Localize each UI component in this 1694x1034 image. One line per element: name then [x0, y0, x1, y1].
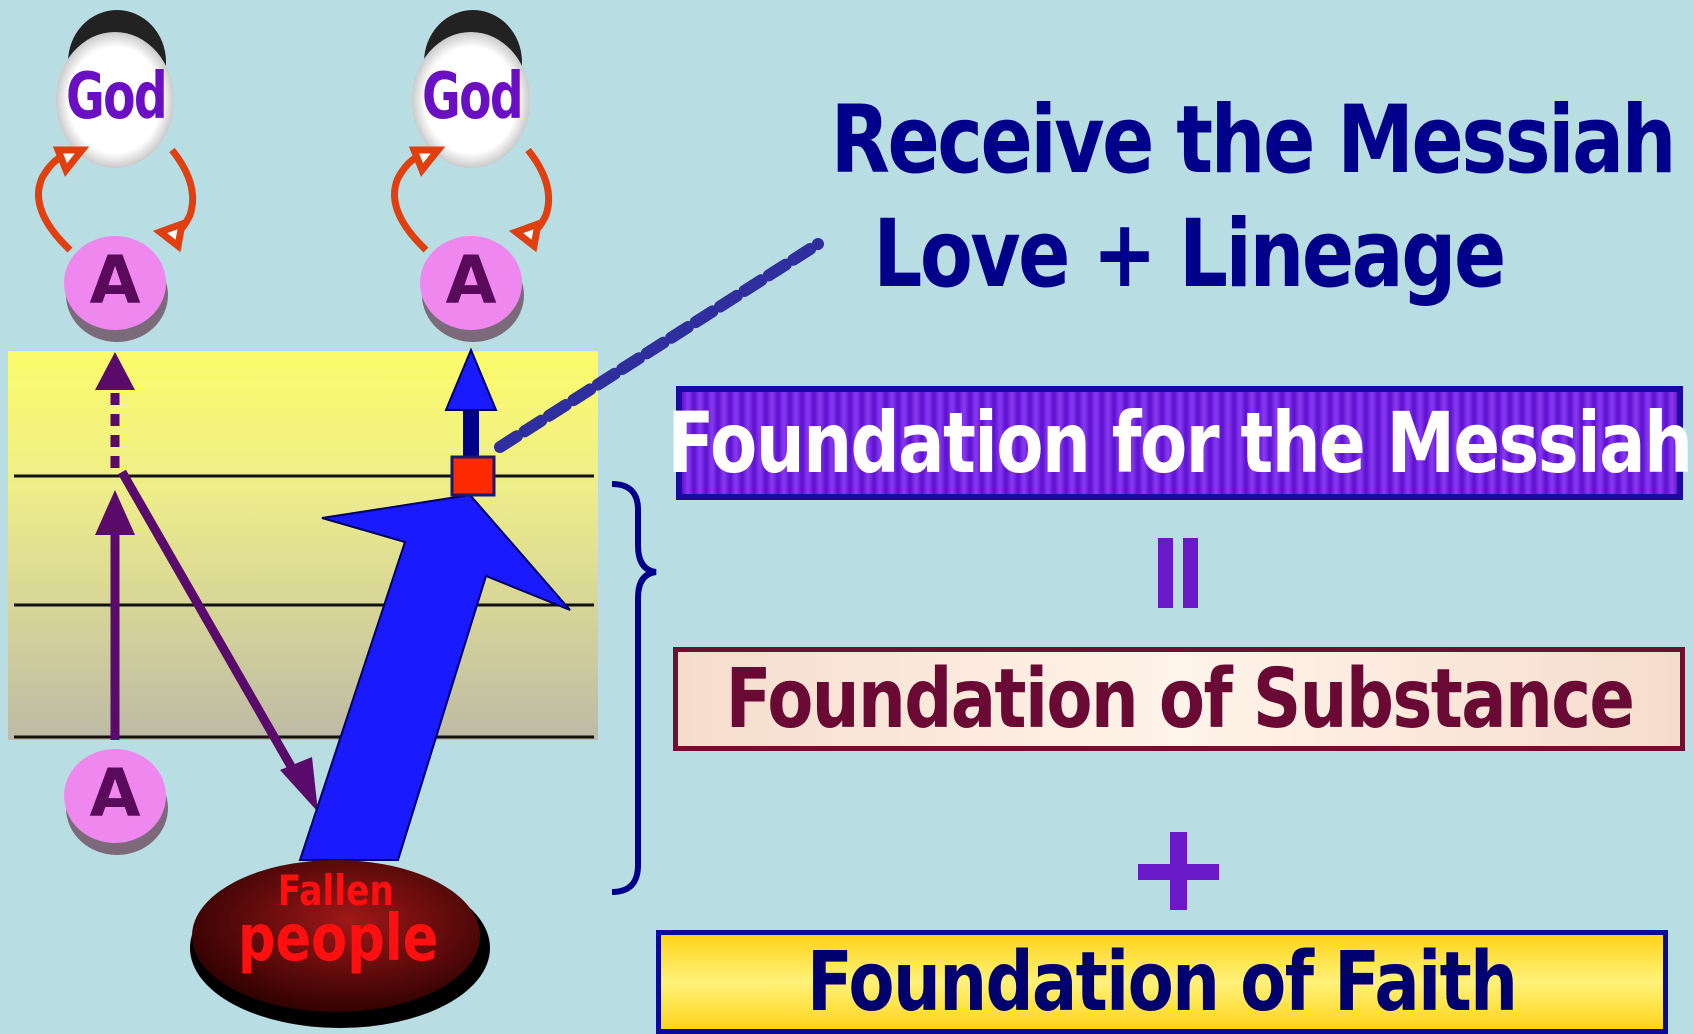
left-top-arrowhead — [95, 352, 135, 390]
people-label: people — [237, 902, 439, 976]
right-give-take-arrows — [391, 146, 553, 253]
right-god-oval — [412, 10, 530, 168]
left-god-oval — [56, 10, 174, 168]
heading-line-1: Receive the Messiah — [830, 86, 1677, 195]
left-bottom-a-disc — [64, 749, 168, 855]
left-growth-arrowhead — [95, 490, 135, 535]
foundation-faith-box: Foundation of Faith — [656, 930, 1668, 1034]
right-up-arrowhead — [444, 347, 498, 411]
fall-arrow — [118, 469, 304, 785]
right-up-arrow-shaft — [463, 400, 479, 460]
foundation-messiah-label: Foundation for the Messiah — [667, 394, 1694, 492]
right-a-label: A — [445, 242, 497, 319]
left-give-take-arrows — [35, 146, 197, 253]
foundation-messiah-box: Foundation for the Messiah — [668, 386, 1693, 500]
dotted-connector — [494, 238, 824, 453]
fallen-label: Fallen — [277, 866, 395, 915]
left-bottom-a-label: A — [89, 755, 141, 832]
left-god-label: God — [65, 60, 168, 134]
foundation-substance-box: Foundation of Substance — [673, 647, 1685, 751]
equals-sign — [1158, 538, 1198, 608]
fall-arrowhead — [280, 757, 318, 812]
left-top-a-disc — [64, 236, 168, 342]
fallen-people-ellipse — [190, 860, 490, 1028]
right-a-disc — [420, 236, 524, 342]
heading-line-2: Love + Lineage — [872, 200, 1506, 309]
foundation-substance-label: Foundation of Substance — [725, 651, 1634, 747]
restoration-arrow — [298, 493, 571, 861]
curly-brace — [611, 481, 657, 895]
foundation-faith-label: Foundation of Faith — [807, 934, 1518, 1030]
right-god-label: God — [421, 60, 524, 134]
left-top-a-label: A — [89, 242, 141, 319]
plus-sign — [1138, 832, 1219, 910]
messiah-marker — [450, 455, 496, 497]
